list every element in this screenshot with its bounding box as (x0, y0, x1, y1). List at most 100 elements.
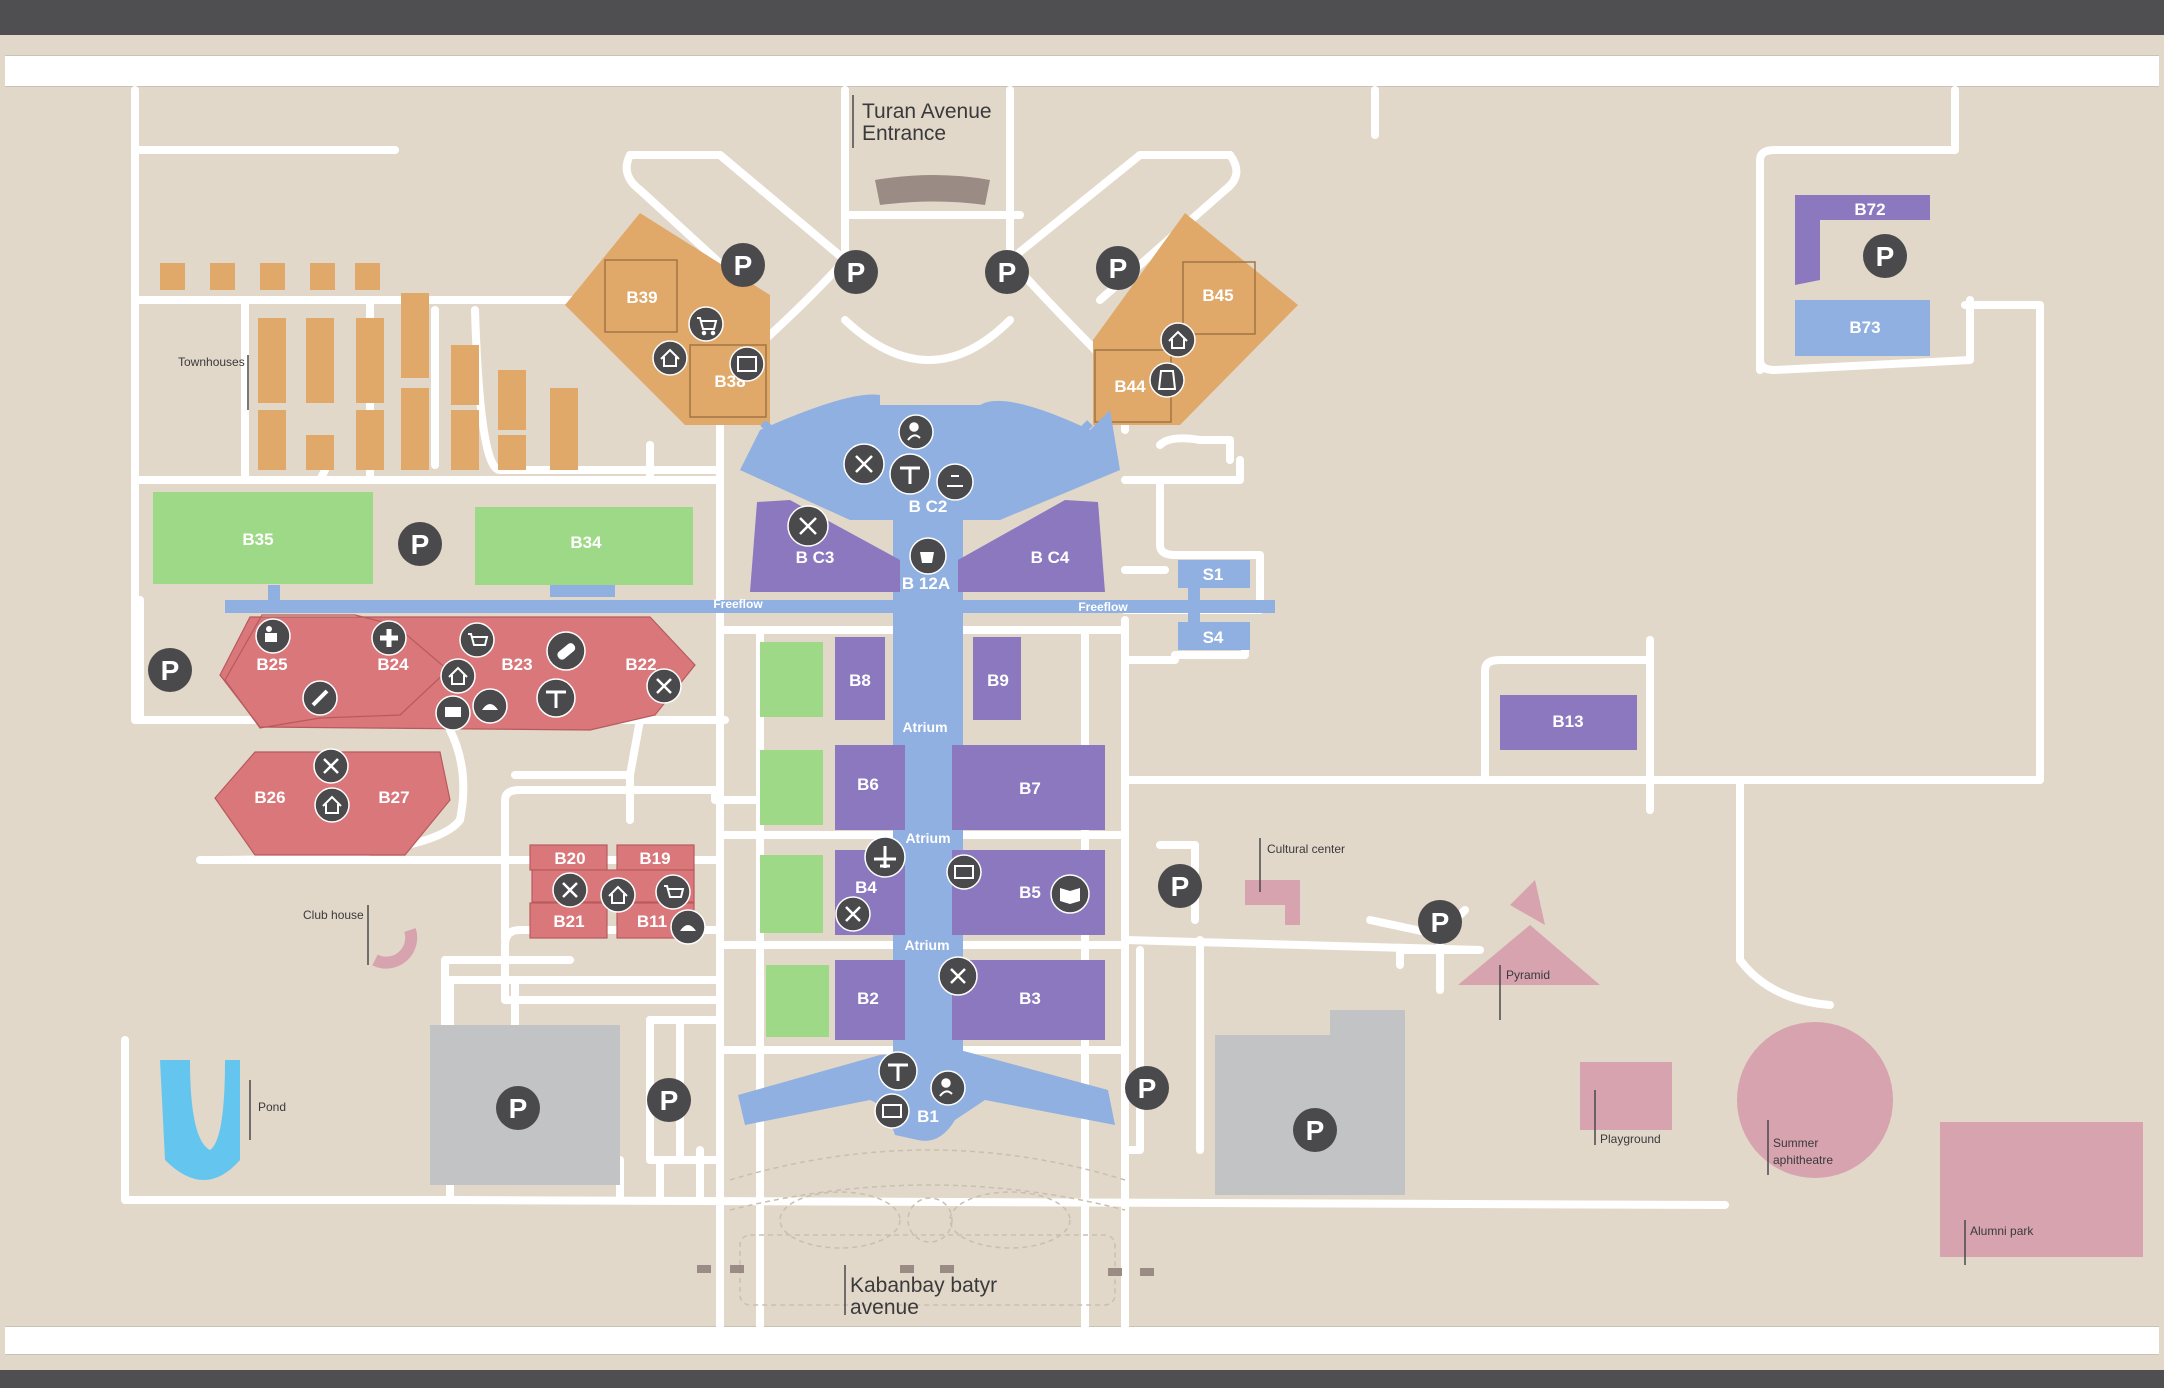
parking-icon[interactable] (398, 522, 442, 566)
label-alumni-park: Alumni park (1970, 1224, 2034, 1238)
header-strip (5, 55, 2159, 87)
label-b3: B3 (1019, 989, 1041, 1008)
label-b8: B8 (849, 671, 871, 690)
label-b4: B4 (855, 878, 877, 897)
cafe-table-icon[interactable] (536, 678, 576, 718)
home-icon[interactable] (314, 787, 350, 823)
money-icon[interactable] (874, 1093, 910, 1129)
label-b12a: B 12A (902, 574, 950, 593)
restaurant-icon[interactable] (938, 956, 978, 996)
money-icon[interactable] (946, 854, 982, 890)
label-pond: Pond (258, 1100, 286, 1114)
shopping-cart-icon[interactable] (688, 306, 724, 342)
parking-icon[interactable] (834, 250, 878, 294)
top-bar (0, 0, 2164, 35)
parking-icon[interactable] (721, 243, 765, 287)
laptop-icon[interactable] (435, 695, 471, 731)
label-b20: B20 (554, 849, 585, 868)
bottom-bar (0, 1370, 2164, 1388)
parking-icon[interactable] (1125, 1066, 1169, 1110)
information-icon[interactable] (898, 414, 934, 450)
parking-icon[interactable] (1418, 900, 1462, 944)
label-south-entrance-line1: Kabanbay batyr (850, 1274, 997, 1297)
label-pyramid: Pyramid (1506, 968, 1550, 982)
parking-icon[interactable] (496, 1086, 540, 1130)
label-b7: B7 (1019, 779, 1041, 798)
parking-icon[interactable] (1293, 1108, 1337, 1152)
label-b6: B6 (857, 775, 879, 794)
label-atrium-3: Atrium (904, 937, 949, 953)
cinema-icon[interactable] (255, 618, 291, 654)
shoe-repair-icon[interactable] (670, 909, 706, 945)
parking-icon[interactable] (1158, 864, 1202, 908)
parking-icon[interactable] (1096, 246, 1140, 290)
label-b9: B9 (987, 671, 1009, 690)
cafe-table-icon[interactable] (889, 453, 931, 495)
medical-cross-icon[interactable] (371, 620, 407, 656)
parking-icon[interactable] (647, 1078, 691, 1122)
label-cultural-center: Cultural center (1267, 842, 1345, 856)
label-b26: B26 (254, 788, 285, 807)
label-bc3: B C3 (796, 548, 835, 567)
label-club-house: Club house (303, 908, 364, 922)
restaurant-icon[interactable] (835, 896, 871, 932)
label-b45: B45 (1202, 286, 1233, 305)
label-b5: B5 (1019, 883, 1041, 902)
pill-icon[interactable] (546, 631, 586, 671)
label-summer-amphitheatre-line2: aphitheatre (1773, 1153, 1833, 1167)
residential-b45-b44 (1093, 213, 1298, 425)
laundry-icon[interactable] (1149, 362, 1185, 398)
cafe-table-icon[interactable] (878, 1051, 918, 1091)
label-north-entrance-line1: Turan Avenue (862, 100, 992, 123)
leader-lines (247, 95, 1966, 1315)
label-b23: B23 (501, 655, 532, 674)
label-s4: S4 (1203, 628, 1224, 647)
home-icon[interactable] (600, 877, 636, 913)
label-b34: B34 (570, 533, 602, 552)
restaurant-icon[interactable] (843, 443, 885, 485)
label-playground: Playground (1600, 1132, 1661, 1146)
service-icons (255, 306, 1196, 1129)
shopping-cart-icon[interactable] (655, 874, 691, 910)
restaurant-icon[interactable] (646, 668, 682, 704)
label-north-entrance-line2: Entrance (862, 122, 946, 145)
label-b11: B11 (637, 912, 667, 931)
restaurant-icon[interactable] (313, 748, 349, 784)
north-gate (875, 175, 990, 205)
label-south-entrance-line2: avenue (850, 1296, 919, 1319)
parking-icon[interactable] (985, 250, 1029, 294)
shoe-repair-icon[interactable] (472, 688, 508, 724)
information-icon[interactable] (930, 1070, 966, 1106)
label-b27: B27 (378, 788, 409, 807)
parking-lots (430, 1010, 1405, 1195)
salon-chair-icon[interactable] (936, 463, 974, 501)
stationery-icon[interactable] (302, 680, 338, 716)
home-icon[interactable] (652, 340, 688, 376)
label-b22: B22 (625, 655, 656, 674)
atm-icon[interactable] (729, 346, 765, 382)
parking-icon[interactable] (1863, 234, 1907, 278)
residential-b39-b38 (565, 213, 770, 425)
restaurant-icon[interactable] (787, 505, 829, 547)
townhouses (160, 263, 578, 470)
south-markers (697, 1265, 1154, 1276)
coffee-icon[interactable] (909, 537, 947, 575)
label-b25: B25 (256, 655, 287, 674)
label-bc2: B C2 (909, 497, 948, 516)
book-icon[interactable] (1050, 874, 1090, 914)
label-b73: B73 (1849, 318, 1880, 337)
home-icon[interactable] (440, 658, 476, 694)
central-spine (225, 300, 1930, 1141)
green-areas (153, 492, 829, 1037)
restaurant-icon[interactable] (552, 872, 588, 908)
label-bc4: B C4 (1031, 548, 1070, 567)
home-icon[interactable] (1160, 322, 1196, 358)
label-b72: B72 (1854, 200, 1885, 219)
label-b24: B24 (377, 655, 409, 674)
shopping-cart-icon[interactable] (459, 622, 495, 658)
airplane-icon[interactable] (864, 836, 906, 878)
label-atrium-1: Atrium (902, 719, 947, 735)
label-freeflow-right: Freeflow (1078, 600, 1128, 614)
label-atrium-2: Atrium (905, 830, 950, 846)
parking-icon[interactable] (148, 648, 192, 692)
